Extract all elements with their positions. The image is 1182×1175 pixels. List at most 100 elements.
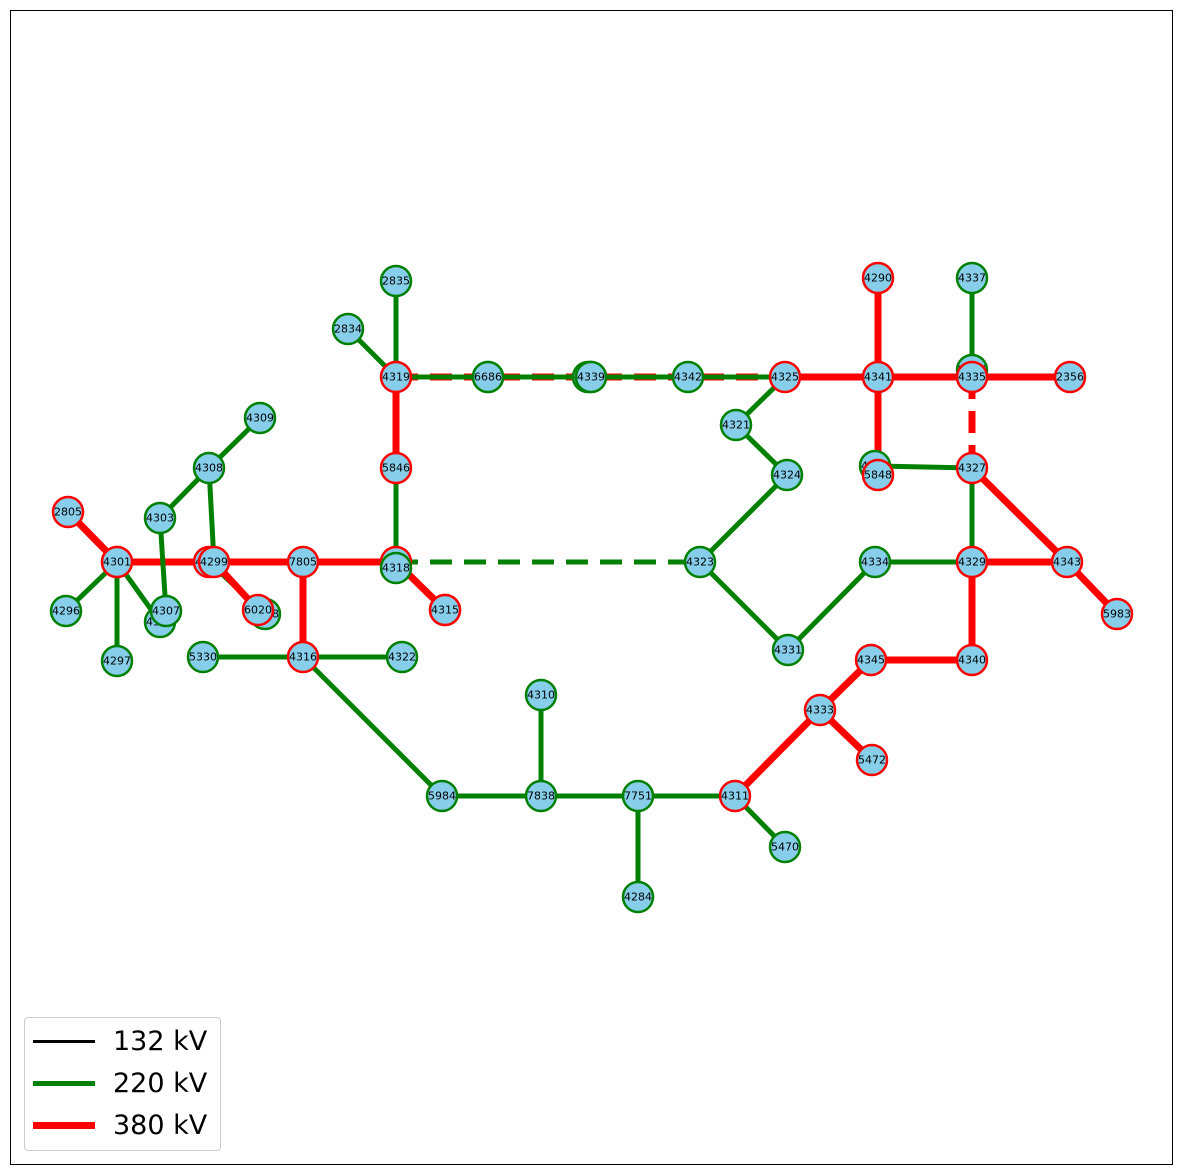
node-circle-4324 <box>770 458 804 492</box>
node-label-4325: 4325 <box>771 371 799 384</box>
node-circle-4333 <box>803 693 837 727</box>
node-4322: 4322 <box>385 640 419 674</box>
node-circle-4301 <box>100 545 134 579</box>
node-4329: 4329 <box>955 545 989 579</box>
legend-label-220kv: 220 kV <box>113 1067 208 1099</box>
node-label-5472: 5472 <box>858 754 886 767</box>
legend: 132 kV 220 kV 380 kV <box>24 1017 221 1151</box>
node-circle-5330 <box>186 640 220 674</box>
node-4315: 4315 <box>428 593 462 627</box>
node-4333: 4333 <box>803 693 837 727</box>
node-label-4333: 4333 <box>806 704 834 717</box>
node-4303: 4303 <box>143 501 177 535</box>
node-circle-4297 <box>100 644 134 678</box>
node-label-4345: 4345 <box>857 654 885 667</box>
legend-item-220kv: 220 kV <box>33 1063 207 1103</box>
edge-5984-4316-220kv <box>301 655 444 798</box>
node-label-4327: 4327 <box>958 462 986 475</box>
node-label-4316: 4316 <box>289 651 317 664</box>
node-label-4339: 4339 <box>577 371 605 384</box>
node-label-4321: 4321 <box>722 419 750 432</box>
node-5848: 5848 <box>861 458 895 492</box>
node-4301: 4301 <box>100 545 134 579</box>
node-circle-6686 <box>471 360 505 394</box>
node-7751: 7751 <box>621 779 655 813</box>
node-label-4284: 4284 <box>624 891 652 904</box>
node-label-4340: 4340 <box>958 654 986 667</box>
node-circle-4296 <box>49 594 83 628</box>
node-circle-4345 <box>854 643 888 677</box>
node-label-4334: 4334 <box>861 556 889 569</box>
node-label-4311: 4311 <box>721 790 749 803</box>
node-circle-4331 <box>771 633 805 667</box>
node-4345: 4345 <box>854 643 888 677</box>
node-circle-4310 <box>524 678 558 712</box>
node-circle-4325 <box>768 360 802 394</box>
node-circle-4290 <box>861 261 895 295</box>
node-circle-4335 <box>955 360 989 394</box>
node-circle-4339 <box>574 360 608 394</box>
node-circle-4334 <box>858 545 892 579</box>
edge-4324-4323-220kv <box>698 473 789 564</box>
node-circle-7838 <box>524 779 558 813</box>
node-label-4335: 4335 <box>958 371 986 384</box>
node-5330: 5330 <box>186 640 220 674</box>
node-4308: 4308 <box>192 451 226 485</box>
node-2805: 2805 <box>51 495 85 529</box>
node-4327: 4327 <box>955 451 989 485</box>
node-4325: 4325 <box>768 360 802 394</box>
node-label-6020: 6020 <box>244 604 272 617</box>
node-circle-5470 <box>768 830 802 864</box>
node-label-4318: 4318 <box>382 562 410 575</box>
node-label-2356: 2356 <box>1056 371 1084 384</box>
node-circle-2835 <box>379 264 413 298</box>
node-4339: 4339 <box>574 360 608 394</box>
node-4324: 4324 <box>770 458 804 492</box>
node-4337: 4337 <box>955 261 989 295</box>
node-4341: 4341 <box>861 360 895 394</box>
node-label-7805: 7805 <box>289 556 317 569</box>
node-4310: 4310 <box>524 678 558 712</box>
node-4318: 4318 <box>379 551 413 585</box>
node-label-4343: 4343 <box>1053 556 1081 569</box>
node-circle-4303 <box>143 501 177 535</box>
node-label-5330: 5330 <box>189 651 217 664</box>
node-label-4297: 4297 <box>103 655 131 668</box>
node-label-4301: 4301 <box>103 556 131 569</box>
node-2356: 2356 <box>1053 360 1087 394</box>
node-circle-5848 <box>861 458 895 492</box>
node-2835: 2835 <box>379 264 413 298</box>
node-label-4331: 4331 <box>774 644 802 657</box>
node-4299: 4299 <box>197 545 231 579</box>
node-circle-6020 <box>241 593 275 627</box>
node-circle-4307 <box>149 594 183 628</box>
node-label-4323: 4323 <box>686 556 714 569</box>
node-label-4337: 4337 <box>958 272 986 285</box>
node-7805: 7805 <box>286 545 320 579</box>
node-label-5984: 5984 <box>428 790 456 803</box>
node-circle-4337 <box>955 261 989 295</box>
node-label-2834: 2834 <box>334 323 362 336</box>
node-label-2805: 2805 <box>54 506 82 519</box>
legend-line-132kv <box>33 1039 95 1043</box>
node-label-4290: 4290 <box>864 272 892 285</box>
legend-item-380kv: 380 kV <box>33 1105 207 1145</box>
node-2834: 2834 <box>331 312 365 346</box>
node-label-4307: 4307 <box>152 605 180 618</box>
node-circle-4309 <box>243 401 277 435</box>
node-label-4324: 4324 <box>773 469 801 482</box>
node-4307: 4307 <box>149 594 183 628</box>
node-label-5470: 5470 <box>771 841 799 854</box>
node-label-4296: 4296 <box>52 605 80 618</box>
plot-frame <box>10 10 1173 1165</box>
node-4321: 4321 <box>719 408 753 442</box>
edge-4327-4343-380kv <box>969 465 1070 565</box>
legend-item-132kv: 132 kV <box>33 1021 207 1061</box>
node-6020: 6020 <box>241 593 275 627</box>
node-circle-2834 <box>331 312 365 346</box>
node-4335: 4335 <box>955 360 989 394</box>
node-circle-4342 <box>671 360 705 394</box>
node-circle-4322 <box>385 640 419 674</box>
node-label-4329: 4329 <box>958 556 986 569</box>
